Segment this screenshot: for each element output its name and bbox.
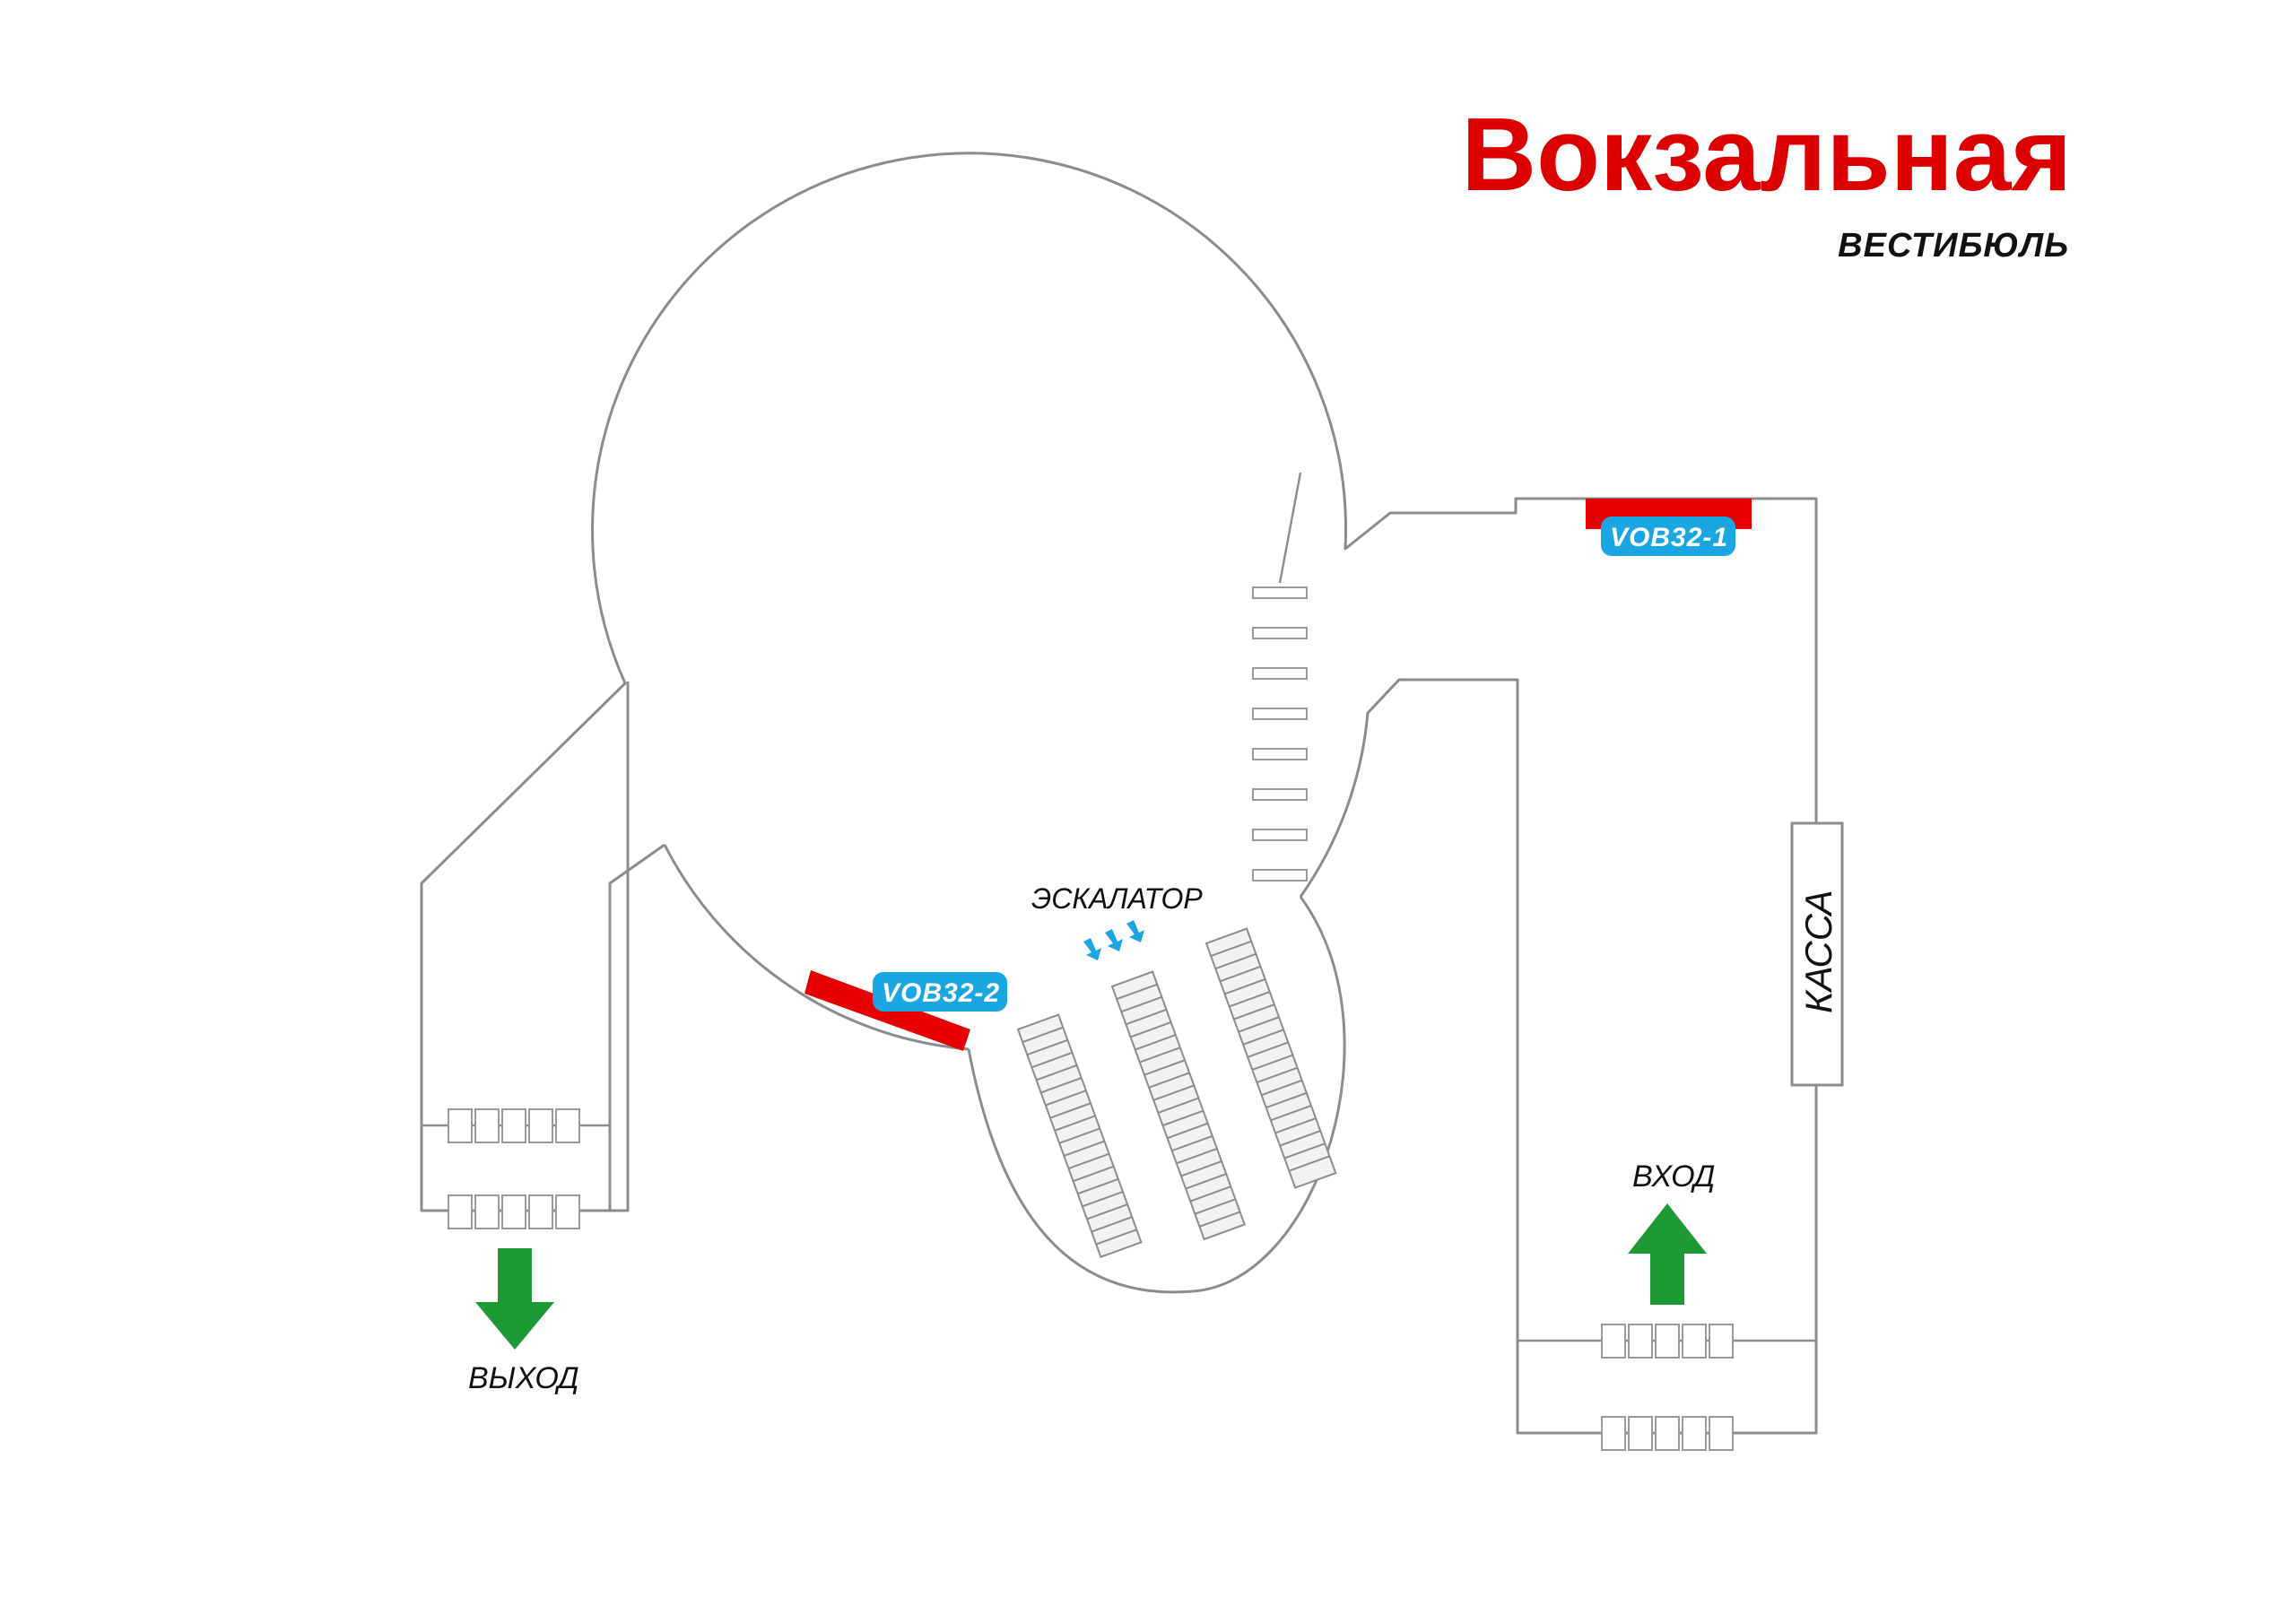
exit-label: ВЫХОД	[468, 1361, 579, 1395]
entrance-arrow-icon	[1628, 1203, 1707, 1305]
hall-wall-lower	[663, 844, 970, 1051]
entrance-turnstiles	[1518, 1324, 1816, 1451]
marker-tag-vob32-2	[873, 972, 1007, 1012]
exit-arrow-icon	[475, 1248, 554, 1350]
hall-wall-inner	[608, 843, 665, 1211]
hall-barriers	[1252, 586, 1308, 881]
cashier-label: КАССА	[1797, 890, 1839, 1013]
entrance-label: ВХОД	[1632, 1159, 1715, 1194]
marker-label-vob32-1: VOB32-1	[1610, 523, 1728, 552]
hall-wall-right	[1299, 678, 1818, 1435]
escalator-3-treads	[1210, 940, 1330, 1172]
escalator-bowl	[967, 896, 1346, 1294]
escalator-label: ЭСКАЛАТОР	[1031, 882, 1203, 915]
marker-tag-vob32-1	[1601, 517, 1735, 556]
hall-partition-line	[1278, 472, 1302, 584]
escalators	[1016, 927, 1337, 1258]
marker-vob32-1[interactable]: VOB32-1	[1586, 499, 1752, 556]
exit-turnstiles	[422, 1108, 610, 1229]
escalator-1-treads	[1022, 1026, 1137, 1246]
station-subtitle: ВЕСТИБЮЛЬ	[1838, 227, 2069, 265]
escalator-direction-icon	[1083, 920, 1144, 960]
hall-wall-outline	[420, 152, 1818, 1212]
marker-label-vob32-2: VOB32-2	[882, 978, 1000, 1008]
escalator-2-treads	[1116, 983, 1240, 1228]
marker-vob32-2[interactable]: VOB32-2	[804, 970, 1007, 1051]
station-title: Вокзальная	[1461, 96, 2072, 213]
cashier-booth: КАССА	[1790, 821, 1844, 1087]
